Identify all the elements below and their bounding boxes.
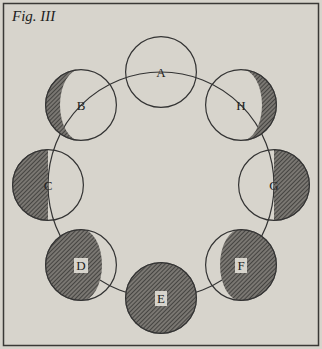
phase-letter: A [154, 65, 167, 80]
phase-letter: C [42, 178, 55, 193]
phase-letter: B [75, 98, 88, 113]
shadow-half [12, 149, 48, 221]
circle-outline [126, 37, 197, 108]
shadow-crescent [45, 69, 81, 141]
phase-letter: E [155, 291, 167, 306]
circle-outline [206, 230, 277, 301]
moon-circle: E [125, 262, 197, 334]
moon-circle: A [125, 36, 197, 108]
circle-outline [239, 150, 310, 221]
circle-outline [13, 150, 84, 221]
moon-circle: C [12, 149, 84, 221]
phase-letter: F [235, 258, 246, 273]
frame [4, 4, 319, 346]
figure-title: Fig. III [12, 8, 55, 25]
shadow-gibbous [45, 229, 102, 301]
moon-circle: D [45, 229, 117, 301]
circle-outline [206, 70, 277, 141]
shadow-gibbous [220, 229, 277, 301]
moon-circle: G [238, 149, 310, 221]
moon-circle: F [205, 229, 277, 301]
shadow-full [125, 262, 197, 334]
shadow-crescent [241, 69, 277, 141]
circle-outline [46, 230, 117, 301]
phase-letter: G [267, 178, 280, 193]
circle-outline [46, 70, 117, 141]
moon-circle: H [205, 69, 277, 141]
shadow-half [274, 149, 310, 221]
moon-circle: B [45, 69, 117, 141]
phase-letter: D [74, 258, 87, 273]
phase-letter: H [234, 98, 247, 113]
circle-outline [126, 263, 197, 334]
